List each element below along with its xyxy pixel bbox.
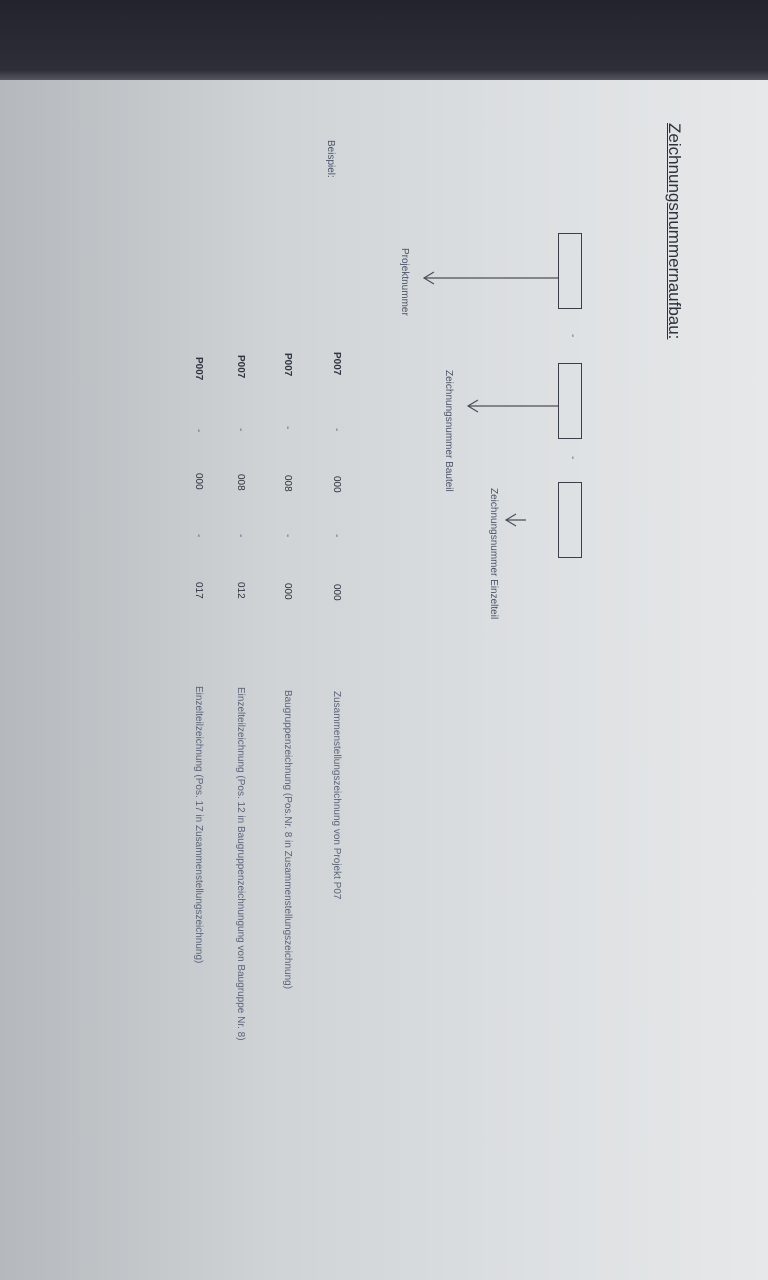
- arrow-single-part-head: [504, 513, 517, 527]
- row-part: 000: [282, 583, 293, 600]
- row-description: Einzelteilzeichnung (Pos. 17 in Zusammen…: [193, 686, 204, 964]
- row-project: P007: [331, 352, 342, 376]
- row-component: 000: [331, 476, 342, 493]
- row-component: 008: [282, 475, 293, 492]
- screen-page: Zeichnungsnummernaufbau: Beispiel: - -: [0, 80, 768, 1280]
- row-part: 000: [331, 584, 342, 601]
- row-separator: -: [331, 428, 342, 432]
- row-description: Zusammenstellungszeichnung von Projekt P…: [331, 691, 342, 900]
- document-page: Zeichnungsnummernaufbau: Beispiel: - -: [0, 80, 768, 1280]
- arrow-component-head: [466, 399, 479, 413]
- row-part: 012: [235, 582, 246, 599]
- row-component: 008: [235, 474, 246, 491]
- row-separator: -: [331, 534, 342, 538]
- arrow-project-head: [422, 271, 435, 285]
- row-project: P007: [282, 353, 293, 377]
- row-project: P007: [193, 357, 204, 381]
- label-single-part-number: Zeichnungsnummer Einzelteil: [488, 488, 499, 620]
- row-separator: -: [235, 534, 246, 538]
- row-part: 017: [193, 582, 204, 599]
- row-description: Baugruppenzeichnung (Pos.Nr. 8 in Zusamm…: [282, 690, 293, 990]
- label-project-number: Projektnummer: [399, 248, 410, 316]
- row-separator: -: [282, 534, 293, 538]
- row-component: 000: [193, 473, 204, 490]
- row-separator: -: [193, 534, 204, 538]
- label-component-number: Zeichnungsnummer Bauteil: [443, 370, 454, 492]
- row-separator: -: [193, 429, 204, 433]
- scheme-arrows: [422, 271, 558, 527]
- row-separator: -: [282, 426, 293, 430]
- row-description: Einzelteilzeichnung (Pos. 12 in Baugrupp…: [235, 687, 246, 1041]
- row-separator: -: [235, 428, 246, 432]
- row-project: P007: [235, 355, 246, 379]
